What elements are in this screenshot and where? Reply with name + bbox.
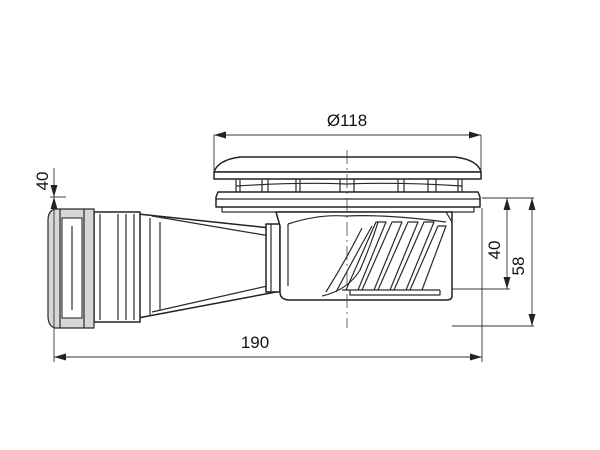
trap-fins: [321, 221, 447, 297]
drain-flange: [215, 191, 481, 213]
diameter-arrow-left: [214, 131, 226, 139]
cover-supports: [235, 179, 463, 192]
width-label: 190: [241, 333, 269, 352]
outlet-height-dimension: 40: [33, 168, 66, 330]
cover-top: [213, 156, 482, 173]
drain-cover: [213, 156, 482, 192]
pipe-body: [137, 213, 277, 319]
diameter-arrow-right: [469, 131, 481, 139]
diameter-dimension: Ø118: [213, 111, 482, 170]
cover-rim: [213, 171, 482, 180]
connection-nut: [47, 208, 95, 329]
body-depth-label: 40: [485, 241, 504, 260]
trap-housing: [275, 211, 453, 301]
drain-body: [275, 211, 453, 301]
pipe-coupling: [93, 211, 141, 323]
diameter-label: Ø118: [327, 111, 367, 130]
pipe-collar: [265, 223, 281, 293]
outlet-height-label: 40: [33, 172, 52, 191]
coupling-sleeve: [93, 211, 141, 323]
width-dimension: 190: [53, 208, 483, 362]
total-height-label: 58: [509, 257, 528, 276]
outlet-pipe: [137, 213, 281, 319]
height-dimensions: 40 58: [452, 197, 536, 327]
